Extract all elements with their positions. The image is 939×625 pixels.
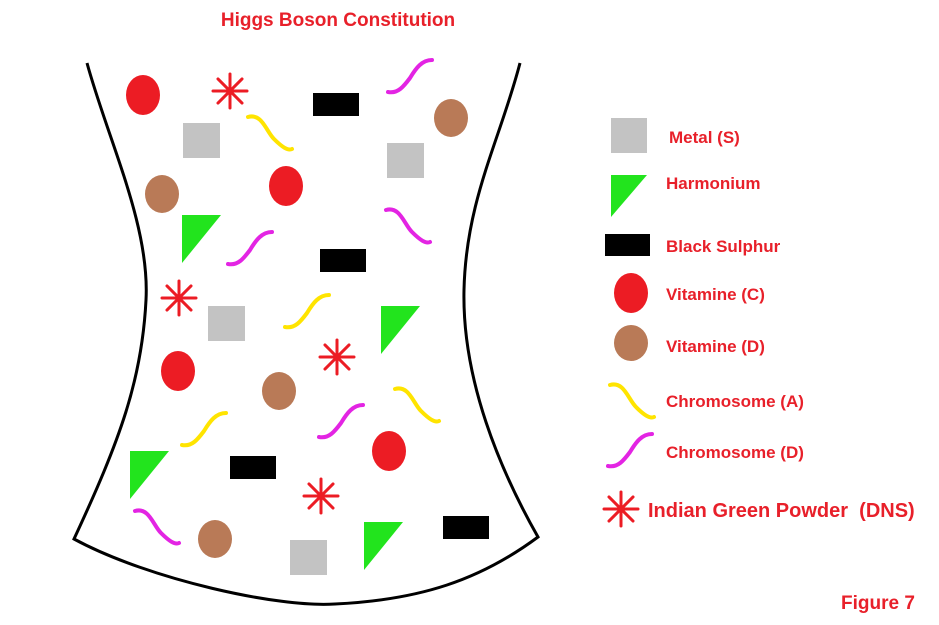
chromosome-a-particle [393, 386, 441, 424]
chromosome-d-particle [386, 58, 434, 95]
black-sulphur-particle [230, 456, 276, 479]
brown-oval-icon [614, 325, 648, 361]
harmonium-particle [364, 522, 403, 570]
legend-item-black-sulphur: Black Sulphur [605, 234, 781, 256]
particles-group [126, 58, 489, 575]
vitamine-c-particle [126, 75, 160, 115]
legend-label: Vitamine (C) [666, 285, 765, 304]
green-triangle-icon [611, 175, 647, 217]
legend-item-chromosome-a: Chromosome (A) [608, 382, 804, 420]
black-rectangle-icon [605, 234, 650, 256]
vitamine-d-particle [434, 99, 468, 137]
legend-label: Chromosome (D) [666, 443, 804, 462]
container-outline [72, 62, 540, 606]
legend-label: Harmonium [666, 174, 760, 193]
metal-particle [290, 540, 327, 575]
chromosome-d-particle [317, 403, 365, 440]
legend-label: Vitamine (D) [666, 337, 765, 356]
black-sulphur-particle [313, 93, 359, 116]
metal-particle [208, 306, 245, 341]
legend-item-chromosome-d: Chromosome (D) [606, 432, 804, 469]
legend-item-harmonium: Harmonium [611, 174, 760, 217]
vitamine-c-particle [161, 351, 195, 391]
black-sulphur-particle [443, 516, 489, 539]
harmonium-particle [381, 306, 420, 354]
chromosome-a-particle [180, 411, 228, 448]
legend-label: Black Sulphur [666, 237, 781, 256]
chromosome-d-particle [133, 508, 181, 546]
legend-label: Metal (S) [669, 128, 740, 147]
chromosome-d-particle [384, 207, 432, 245]
indian-green-powder-particle [160, 279, 198, 317]
indian-green-powder-particle [211, 72, 249, 110]
chromosome-a-particle [283, 293, 331, 330]
gray-square-icon [611, 118, 647, 153]
red-asterisk-icon [602, 490, 640, 528]
diagram-title: Higgs Boson Constitution [221, 10, 455, 31]
vitamine-c-particle [269, 166, 303, 206]
legend-label: Indian Green Powder (DNS) [648, 500, 915, 522]
metal-particle [183, 123, 220, 158]
vitamine-c-particle [372, 431, 406, 471]
magenta-squiggle-icon [606, 432, 654, 469]
harmonium-particle [182, 215, 221, 263]
yellow-squiggle-icon [608, 382, 656, 420]
chromosome-a-particle [246, 114, 294, 152]
chromosome-d-particle [226, 230, 274, 267]
metal-particle [387, 143, 424, 178]
harmonium-particle [130, 451, 169, 499]
indian-green-powder-particle [318, 338, 356, 376]
indian-green-powder-particle [302, 477, 340, 515]
vitamine-d-particle [145, 175, 179, 213]
red-oval-icon [614, 273, 648, 313]
black-sulphur-particle [320, 249, 366, 272]
figure-label: Figure 7 [841, 593, 915, 614]
vitamine-d-particle [262, 372, 296, 410]
legend-label: Chromosome (A) [666, 392, 804, 411]
legend-item-indian-green-powder: Indian Green Powder (DNS) [602, 490, 915, 528]
legend-item-vitamine-c: Vitamine (C) [614, 273, 765, 313]
legend-item-vitamine-d: Vitamine (D) [614, 325, 765, 361]
legend-item-metal: Metal (S) [611, 118, 740, 153]
vitamine-d-particle [198, 520, 232, 558]
